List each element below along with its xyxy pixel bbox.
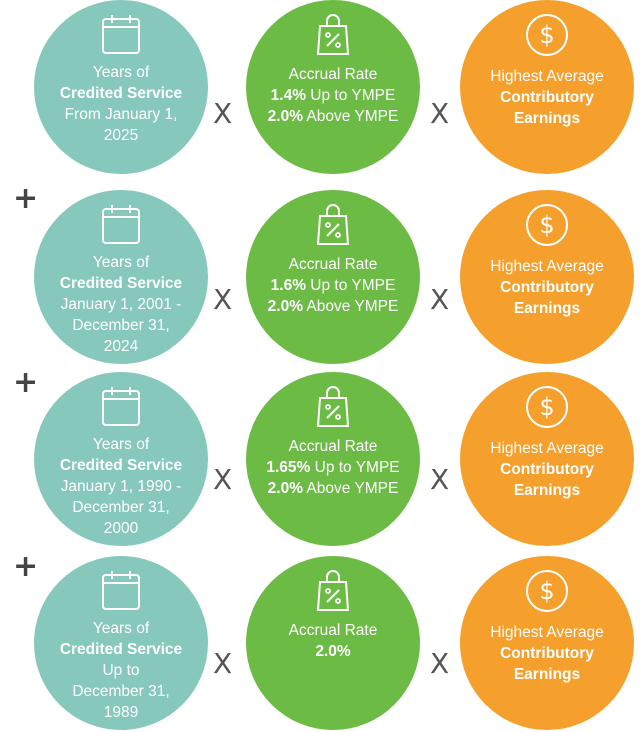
shopping-bag-percent-icon <box>316 570 350 611</box>
service-period-line: 2025 <box>103 127 139 144</box>
svg-text:$: $ <box>539 211 554 239</box>
multiply-operator: X <box>213 97 233 130</box>
service-period-line: From January 1, <box>64 106 178 123</box>
accrual-rate-low-label: Up to YMPE <box>306 277 396 294</box>
accrual-rate-high: 2.0% <box>267 108 303 125</box>
service-period-line: Up to <box>102 662 140 679</box>
calendar-icon <box>102 571 140 610</box>
earnings-bold2: Earnings <box>513 110 581 127</box>
earnings-bold2: Earnings <box>513 300 581 317</box>
service-bold: Credited Service <box>59 641 183 658</box>
accrual-title: Accrual Rate <box>288 256 378 273</box>
service-period-line: January 1, 2001 - <box>60 296 182 313</box>
accrual-title: Accrual Rate <box>288 438 378 455</box>
multiply-operator: X <box>213 463 233 496</box>
multiply-operator: X <box>430 97 450 130</box>
service-period-line: January 1, 1990 - <box>60 478 182 495</box>
multiply-operator: X <box>213 647 233 680</box>
accrual-rate-high: 2.0% <box>267 480 303 497</box>
accrual-rate-high-label: Above YMPE <box>302 480 399 497</box>
accrual-title: Accrual Rate <box>288 622 378 639</box>
earnings-bold2: Earnings <box>513 666 581 683</box>
service-bold: Credited Service <box>59 275 183 292</box>
earnings-bold1: Contributory <box>500 645 594 662</box>
calendar-icon <box>102 205 140 244</box>
multiply-operator: X <box>213 283 233 316</box>
accrual-rate-low: 1.4% <box>270 87 306 104</box>
service-period-line: December 31, <box>72 683 170 700</box>
earnings-line1: Highest Average <box>490 624 604 641</box>
accrual-rate-low-label: Up to YMPE <box>306 87 396 104</box>
accrual-rate-high: 2.0% <box>267 298 303 315</box>
dollar-icon: $ <box>526 570 568 612</box>
accrual-rate-low: 1.65% <box>266 459 311 476</box>
multiply-operator: X <box>430 283 450 316</box>
dollar-icon: $ <box>526 204 568 246</box>
service-period-line: December 31, <box>72 499 170 516</box>
add-operator: + <box>13 365 39 400</box>
earnings-circle-row2: $ Highest Average Contributory Earnings <box>460 190 634 364</box>
accrual-circle-row4: Accrual Rate 2.0% <box>246 556 420 730</box>
earnings-circle-row4: $ Highest Average Contributory Earnings <box>460 556 634 730</box>
service-period-line: 2024 <box>103 338 139 355</box>
shopping-bag-percent-icon <box>316 14 350 55</box>
accrual-circle-row3: Accrual Rate 1.65% Up to YMPE 2.0% Above… <box>246 372 420 546</box>
service-bold: Credited Service <box>59 457 183 474</box>
accrual-rate-low-label: Up to YMPE <box>310 459 400 476</box>
earnings-line1: Highest Average <box>490 68 604 85</box>
earnings-circle-row1: $ Highest Average Contributory Earnings <box>460 0 634 174</box>
earnings-line1: Highest Average <box>490 258 604 275</box>
dollar-icon: $ <box>526 14 568 56</box>
accrual-circle-row1: Accrual Rate 1.4% Up to YMPE 2.0% Above … <box>246 0 420 174</box>
service-circle-row3: Years of Credited Service January 1, 199… <box>34 372 208 546</box>
service-line1: Years of <box>92 620 150 637</box>
earnings-bold1: Contributory <box>500 279 594 296</box>
multiply-operator: X <box>430 463 450 496</box>
accrual-circle-row2: Accrual Rate 1.6% Up to YMPE 2.0% Above … <box>246 190 420 364</box>
service-period-line: 1989 <box>103 704 139 721</box>
earnings-circle-row3: $ Highest Average Contributory Earnings <box>460 372 634 546</box>
shopping-bag-percent-icon <box>316 204 350 245</box>
accrual-rate-high-label: Above YMPE <box>302 298 399 315</box>
svg-text:$: $ <box>539 21 554 49</box>
service-period-line: 2000 <box>103 520 139 537</box>
earnings-bold1: Contributory <box>500 461 594 478</box>
service-line1: Years of <box>92 436 150 453</box>
svg-text:$: $ <box>539 577 554 605</box>
service-period-line: December 31, <box>72 317 170 334</box>
dollar-icon: $ <box>526 386 568 428</box>
accrual-title: Accrual Rate <box>288 66 378 83</box>
accrual-rate-low: 1.6% <box>270 277 306 294</box>
accrual-rate-high-label: Above YMPE <box>302 108 399 125</box>
earnings-bold2: Earnings <box>513 482 581 499</box>
earnings-line1: Highest Average <box>490 440 604 457</box>
add-operator: + <box>13 549 39 584</box>
service-circle-row1: Years of Credited Service From January 1… <box>34 0 208 174</box>
service-bold: Credited Service <box>59 85 183 102</box>
calendar-icon <box>102 15 140 54</box>
service-circle-row2: Years of Credited Service January 1, 200… <box>34 190 208 364</box>
svg-text:$: $ <box>539 393 554 421</box>
calendar-icon <box>102 387 140 426</box>
service-line1: Years of <box>92 254 150 271</box>
multiply-operator: X <box>430 647 450 680</box>
service-line1: Years of <box>92 64 150 81</box>
earnings-bold1: Contributory <box>500 89 594 106</box>
shopping-bag-percent-icon <box>316 386 350 427</box>
accrual-rate-flat: 2.0% <box>315 643 351 660</box>
service-circle-row4: Years of Credited Service Up to December… <box>34 556 208 730</box>
add-operator: + <box>13 181 39 216</box>
